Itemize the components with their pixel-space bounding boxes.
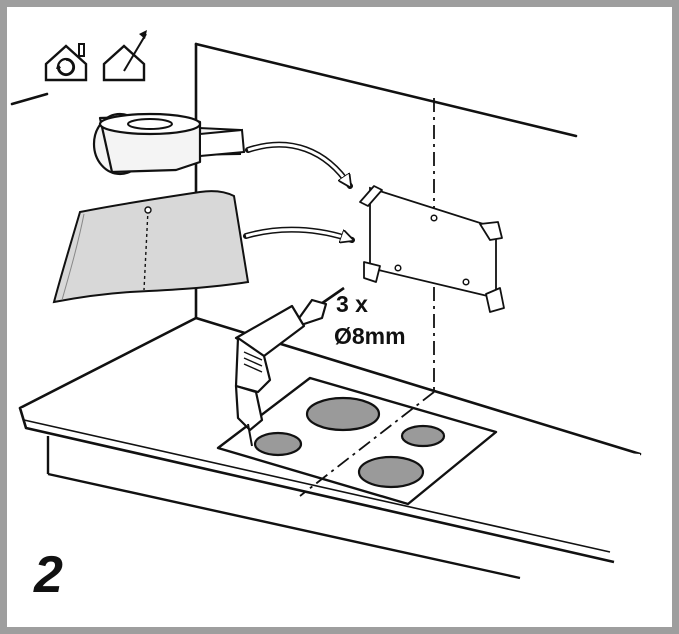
installation-illustration: 3 x Ø8mm 2	[10, 30, 642, 604]
drilling-template	[359, 185, 505, 313]
arrow-icon	[247, 143, 350, 186]
house-extraction-icon	[102, 30, 147, 82]
paper-drilling-template	[52, 190, 250, 304]
centre-line-hob	[299, 391, 435, 497]
drill-hole-diameter-label: Ø8mm	[334, 323, 406, 349]
hotplate	[357, 455, 425, 489]
tape-piece	[359, 185, 383, 207]
step-number: 2	[33, 546, 63, 604]
drill-mark	[430, 214, 438, 222]
hotplate	[253, 431, 303, 457]
hotplate	[400, 424, 446, 448]
house-recirculation-icon	[44, 43, 88, 82]
worktop	[18, 407, 640, 580]
drill-mark	[462, 278, 470, 286]
drill-mark	[394, 264, 402, 272]
tape-piece	[479, 221, 503, 241]
arrow-icon	[245, 141, 353, 189]
tape-piece	[363, 261, 381, 283]
hotplate	[305, 396, 381, 432]
arrow-icon	[245, 228, 352, 240]
tape-piece	[485, 287, 505, 313]
hob	[216, 376, 498, 506]
drill-hole-count-label: 3 x	[336, 291, 368, 317]
adhesive-tape-roll	[92, 112, 246, 176]
drill-icon	[234, 286, 345, 447]
